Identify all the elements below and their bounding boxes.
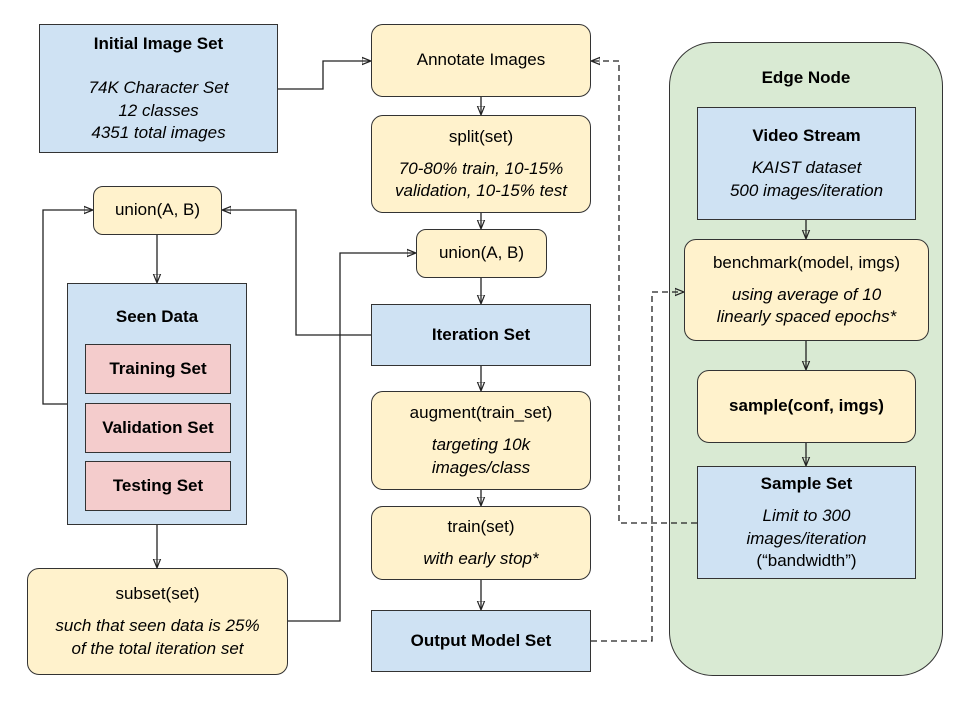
- testing-set-box: Testing Set: [85, 461, 231, 511]
- split-label: split(set): [448, 126, 514, 146]
- train-box: train(set) with early stop*: [371, 506, 591, 580]
- augment-label: augment(train_set): [409, 403, 553, 423]
- train-line1: with early stop*: [423, 549, 539, 568]
- subset-label: subset(set): [115, 584, 200, 604]
- initial-image-set-title: Initial Image Set: [93, 34, 224, 54]
- benchmark-box: benchmark(model, imgs) using average of …: [684, 239, 929, 341]
- video-stream-line2: 500 images/iteration: [729, 180, 884, 200]
- subset-line2: of the total iteration set: [71, 638, 244, 658]
- video-stream-title: Video Stream: [752, 126, 861, 146]
- union-left-label: union(A, B): [114, 200, 201, 220]
- seen-data-title: Seen Data: [115, 307, 199, 326]
- output-model-set-box: Output Model Set: [371, 610, 591, 672]
- sample-set-line3: (“bandwidth”): [756, 550, 857, 570]
- validation-set-label: Validation Set: [102, 417, 214, 437]
- augment-box: augment(train_set) targeting 10k images/…: [371, 391, 591, 490]
- union-mid-label: union(A, B): [438, 243, 525, 263]
- subset-box: subset(set) such that seen data is 25% o…: [27, 568, 288, 675]
- training-set-box: Training Set: [85, 344, 231, 394]
- sample-set-title: Sample Set: [760, 474, 853, 494]
- union-mid-box: union(A, B): [416, 229, 547, 278]
- initial-image-set-line1: 74K Character Set: [88, 78, 229, 98]
- split-box: split(set) 70-80% train, 10-15% validati…: [371, 115, 591, 213]
- subset-line1: such that seen data is 25%: [55, 616, 260, 636]
- sample-set-line2: images/iteration: [746, 528, 867, 548]
- train-label: train(set): [447, 516, 515, 536]
- initial-image-set-line2: 12 classes: [118, 100, 199, 120]
- sample-set-box: Sample Set Limit to 300 images/iteration…: [697, 466, 916, 579]
- augment-line2: images/class: [431, 457, 531, 477]
- split-line1: 70-80% train, 10-15%: [398, 158, 564, 178]
- benchmark-line2: linearly spaced epochs*: [716, 307, 897, 327]
- union-left-box: union(A, B): [93, 186, 222, 235]
- annotate-images-box: Annotate Images: [371, 24, 591, 97]
- augment-line1: targeting 10k: [431, 435, 531, 455]
- edge-node-title: Edge Node: [761, 68, 851, 87]
- iteration-set-box: Iteration Set: [371, 304, 591, 366]
- video-stream-line1: KAIST dataset: [751, 158, 862, 178]
- split-line2: validation, 10-15% test: [395, 181, 567, 201]
- sample-set-line1: Limit to 300: [762, 506, 851, 526]
- training-set-label: Training Set: [109, 358, 207, 378]
- initial-image-set-box: Initial Image Set 74K Character Set 12 c…: [39, 24, 278, 153]
- iteration-set-title: Iteration Set: [431, 324, 531, 344]
- output-model-set-title: Output Model Set: [410, 630, 552, 650]
- benchmark-line1: using average of 10: [731, 284, 882, 304]
- video-stream-box: Video Stream KAIST dataset 500 images/it…: [697, 107, 916, 220]
- sample-label: sample(conf, imgs): [729, 396, 884, 416]
- sample-box: sample(conf, imgs): [697, 370, 916, 443]
- benchmark-label: benchmark(model, imgs): [712, 252, 901, 272]
- initial-image-set-line3: 4351 total images: [91, 122, 226, 142]
- arrow-initial-to-annotate: [278, 61, 370, 90]
- validation-set-box: Validation Set: [85, 403, 231, 453]
- annotate-images-label: Annotate Images: [416, 50, 546, 70]
- testing-set-label: Testing Set: [112, 475, 204, 495]
